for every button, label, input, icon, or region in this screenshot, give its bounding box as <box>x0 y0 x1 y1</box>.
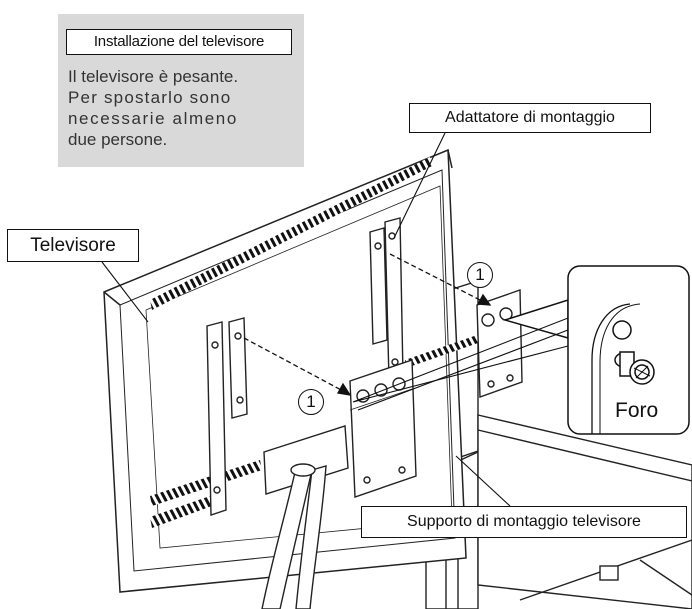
step-marker: 1 <box>467 262 493 288</box>
note-line: necessarie almeno <box>68 109 238 128</box>
note-line: due persone. <box>68 130 168 149</box>
callout-leaders <box>101 132 511 507</box>
label-mounting-adapter: Adattatore di montaggio <box>409 103 651 133</box>
note-title: Installazione del televisore <box>66 29 292 55</box>
note-line: Per spostarlo sono <box>68 88 232 107</box>
insertion-arrows <box>243 253 492 396</box>
cable-bundle <box>261 425 349 609</box>
note-text: Il televisore è pesante. Per spostarlo s… <box>68 66 294 150</box>
label-tv-mounting-stand: Supporto di montaggio televisore <box>361 506 687 538</box>
note-line: Il televisore è pesante. <box>68 67 239 86</box>
mounting-adapter-right <box>369 217 404 381</box>
stand-bracket-plate-upper <box>476 289 523 398</box>
hole-detail-inset <box>352 265 690 435</box>
step-marker: 1 <box>298 389 324 415</box>
label-hole: Foro <box>613 399 661 423</box>
mounting-adapter-left <box>206 317 248 516</box>
vent-grilles <box>150 157 481 528</box>
label-television: Televisore <box>7 229 139 262</box>
stand-bracket-plate-lower <box>349 359 417 498</box>
